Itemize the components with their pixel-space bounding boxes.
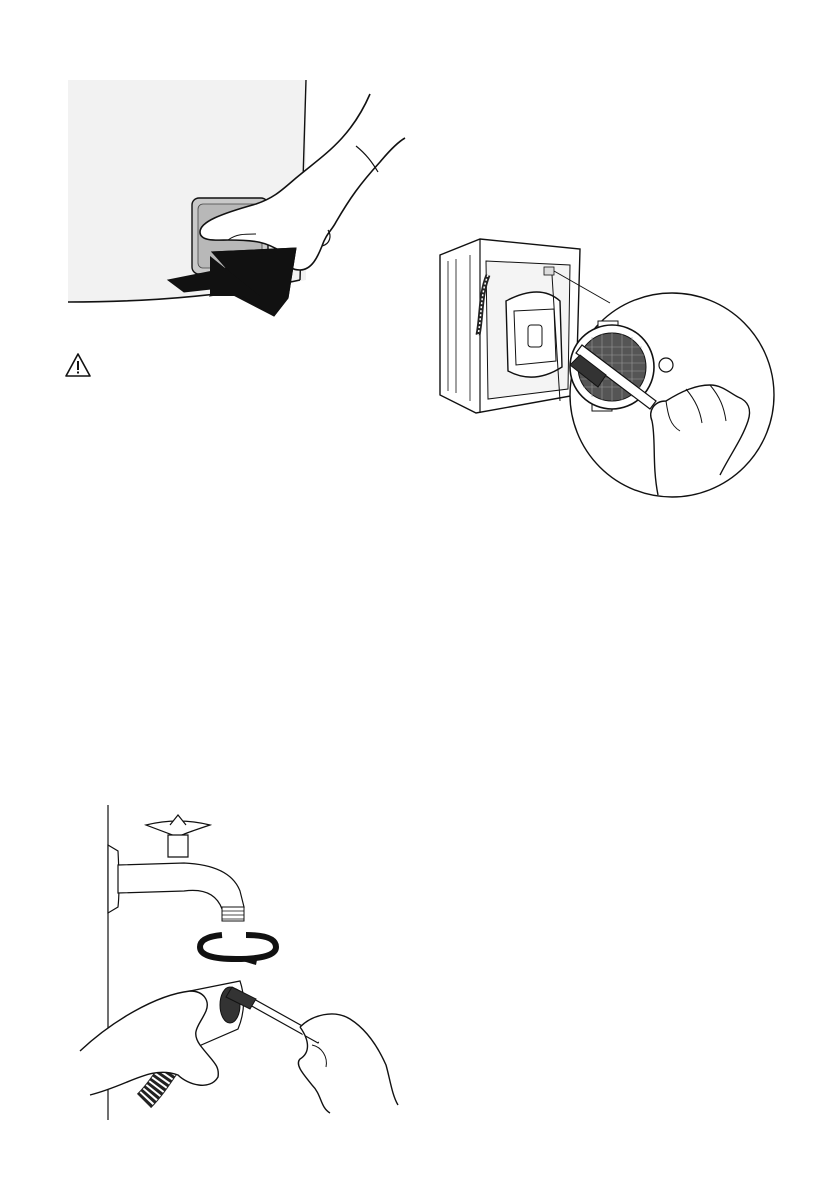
- figure-clean-filter: [430, 225, 780, 500]
- figure-press-panel: [60, 80, 410, 330]
- warning-triangle-icon: [64, 352, 92, 378]
- press-panel-illustration: [60, 80, 410, 330]
- figure-clean-hose: [60, 795, 410, 1120]
- hose-cleaning-illustration: [60, 795, 410, 1120]
- filter-cleaning-illustration: [430, 225, 780, 500]
